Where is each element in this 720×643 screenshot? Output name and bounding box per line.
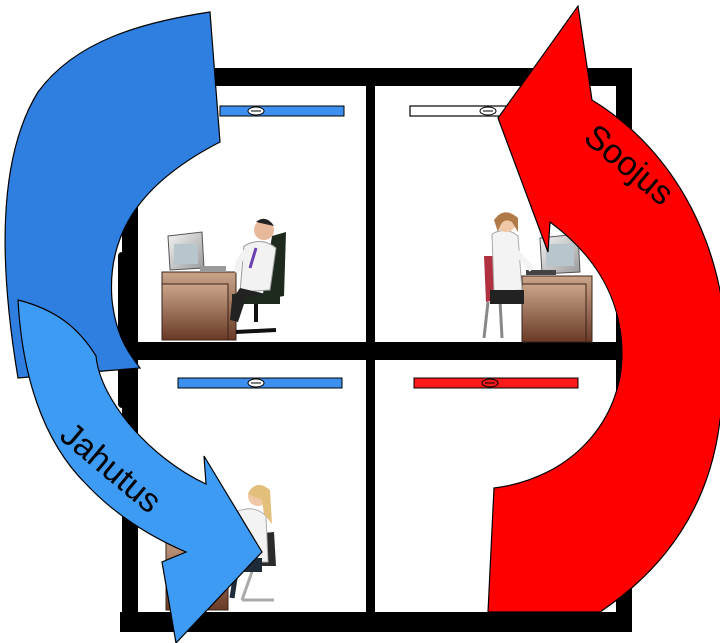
climate-unit-bottom-left: [177, 377, 343, 389]
climate-unit-bottom-right: [413, 377, 579, 389]
floor-beam: [120, 342, 632, 360]
left-column: [118, 252, 140, 408]
climate-unit-top-left: [219, 105, 345, 117]
center-wall: [366, 70, 375, 630]
roof-beam: [120, 68, 632, 86]
office-worker-woman-top: [482, 212, 593, 343]
ground-beam: [120, 612, 632, 632]
cooling-arrow: Jahutus: [4, 11, 263, 643]
office-worker-man: [161, 218, 286, 341]
